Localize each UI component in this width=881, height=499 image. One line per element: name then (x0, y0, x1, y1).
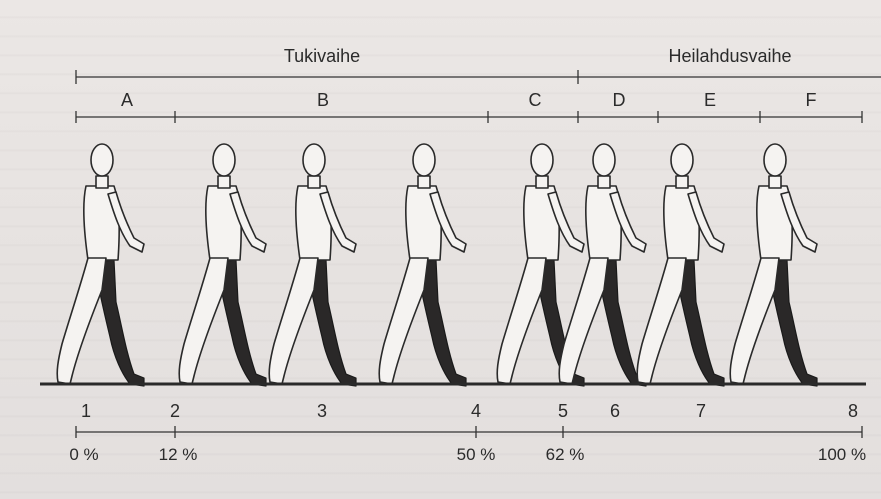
event-number: 7 (696, 401, 706, 421)
event-number: 1 (81, 401, 91, 421)
walker-figure (730, 144, 817, 386)
event-number: 6 (610, 401, 620, 421)
event-number: 3 (317, 401, 327, 421)
walker-figures (57, 144, 817, 386)
event-number: 8 (848, 401, 858, 421)
phase-bar: Tukivaihe Heilahdusvaihe (76, 46, 881, 84)
walker-figure (179, 144, 266, 386)
sub-phase-label-a: A (121, 90, 133, 110)
sub-phase-label-b: B (317, 90, 329, 110)
event-number: 4 (471, 401, 481, 421)
walker-figure (379, 144, 466, 386)
event-number: 2 (170, 401, 180, 421)
walker-figure (637, 144, 724, 386)
sub-phase-bar: A B C D E F (76, 90, 862, 123)
percent-label: 12 % (159, 445, 198, 464)
percent-axis: 0 % 12 % 50 % 62 % 100 % (69, 426, 866, 464)
event-numbers: 1 2 3 4 5 6 7 8 (81, 401, 858, 421)
walker-figure (57, 144, 144, 386)
sub-phase-label-f: F (806, 90, 817, 110)
event-number: 5 (558, 401, 568, 421)
swing-phase-label: Heilahdusvaihe (668, 46, 791, 66)
sub-phase-label-c: C (529, 90, 542, 110)
percent-label: 100 % (818, 445, 866, 464)
sub-phase-label-e: E (704, 90, 716, 110)
stance-phase-label: Tukivaihe (284, 46, 360, 66)
sub-phase-label-d: D (613, 90, 626, 110)
percent-label: 0 % (69, 445, 98, 464)
walker-figure (269, 144, 356, 386)
walker-figure (559, 144, 646, 386)
percent-label: 62 % (546, 445, 585, 464)
percent-label: 50 % (457, 445, 496, 464)
